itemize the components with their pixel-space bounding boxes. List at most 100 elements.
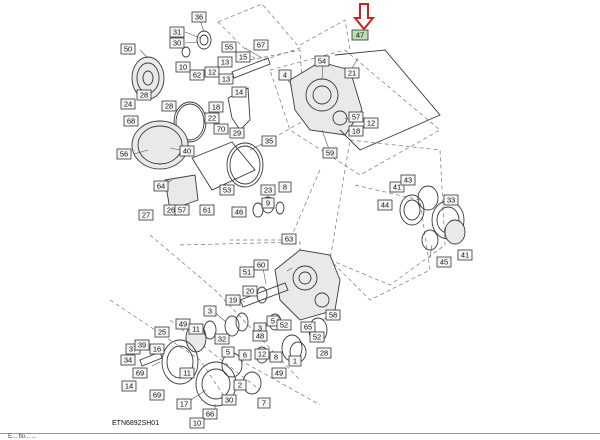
svg-text:13: 13: [221, 58, 229, 67]
label-31: 31: [169, 26, 185, 38]
svg-text:12: 12: [367, 119, 375, 128]
label-30: 30: [169, 37, 185, 49]
svg-text:18: 18: [212, 103, 220, 112]
label-10b: 10: [189, 417, 205, 429]
svg-text:70: 70: [217, 125, 225, 134]
svg-text:2: 2: [238, 381, 242, 390]
svg-text:30: 30: [173, 39, 181, 48]
svg-text:13: 13: [222, 75, 230, 84]
label-51: 51: [239, 266, 255, 278]
label-32: 32: [214, 333, 230, 345]
svg-text:36: 36: [195, 13, 203, 22]
plate-part: [164, 174, 199, 211]
svg-text:67: 67: [257, 41, 265, 50]
svg-text:14: 14: [235, 88, 243, 97]
svg-text:18: 18: [352, 127, 360, 136]
label-12b: 12: [363, 117, 379, 129]
svg-text:15: 15: [239, 53, 247, 62]
label-70: 70: [213, 123, 229, 135]
gear-part: [444, 219, 466, 245]
svg-text:12: 12: [208, 68, 216, 77]
svg-text:21: 21: [348, 69, 356, 78]
label-24: 24: [120, 98, 136, 110]
svg-text:32: 32: [218, 335, 226, 344]
label-58: 58: [325, 309, 341, 321]
label-49: 49: [175, 318, 191, 330]
seal-part: [196, 30, 212, 50]
label-23: 23: [260, 184, 276, 196]
figure-id: ETN6892SH01: [112, 420, 160, 427]
svg-text:50: 50: [124, 45, 132, 54]
svg-text:34: 34: [124, 356, 132, 365]
label-69b: 69: [149, 389, 165, 401]
svg-text:41: 41: [461, 251, 469, 260]
svg-text:30: 30: [225, 396, 233, 405]
label-25: 25: [154, 326, 170, 338]
parts-group-right: [399, 185, 466, 251]
svg-text:59: 59: [326, 149, 334, 158]
svg-text:49: 49: [275, 369, 283, 378]
bottom-divider: [0, 433, 600, 434]
svg-text:46: 46: [235, 208, 243, 217]
label-20: 20: [242, 285, 258, 297]
gearcase-part: [274, 249, 341, 321]
ring-gear-part: [161, 339, 199, 385]
label-12c: 12: [254, 348, 270, 360]
svg-text:4: 4: [283, 71, 287, 80]
label-1: 1: [288, 355, 302, 367]
svg-text:8: 8: [283, 183, 287, 192]
label-30b: 30: [221, 394, 237, 406]
gear-stack-part: [224, 315, 240, 337]
label-14b: 14: [121, 380, 137, 392]
label-33: 33: [443, 194, 459, 206]
svg-text:52: 52: [280, 321, 288, 330]
svg-text:54: 54: [318, 57, 326, 66]
label-8: 8: [278, 181, 292, 193]
svg-text:69: 69: [153, 391, 161, 400]
label-6: 6: [238, 349, 252, 361]
parts-group-middle: [239, 249, 341, 321]
parts-group-top: [131, 30, 441, 218]
label-65: 65: [300, 321, 316, 333]
svg-text:68: 68: [127, 117, 135, 126]
label-52: 52: [276, 319, 292, 331]
gasket-47-part: [334, 49, 441, 151]
svg-text:27: 27: [142, 211, 150, 220]
svg-text:41: 41: [393, 183, 401, 192]
svg-text:31: 31: [173, 28, 181, 37]
svg-text:5: 5: [271, 317, 275, 326]
label-47-highlighted: 47: [351, 29, 369, 41]
label-18b: 18: [348, 125, 364, 137]
label-57b: 57: [174, 204, 190, 216]
svg-text:26: 26: [167, 206, 175, 215]
svg-text:20: 20: [246, 287, 254, 296]
label-61: 61: [199, 204, 215, 216]
svg-text:3: 3: [258, 324, 262, 333]
label-64: 64: [153, 180, 169, 192]
label-48: 48: [252, 330, 268, 342]
label-13: 13: [217, 56, 233, 68]
svg-text:29: 29: [233, 129, 241, 138]
input-shaft-part: [239, 282, 289, 308]
label-3: 3: [203, 305, 217, 317]
label-43: 43: [400, 174, 416, 186]
label-9: 9: [261, 197, 275, 209]
svg-text:57: 57: [178, 206, 186, 215]
label-50: 50: [120, 43, 136, 55]
svg-text:14: 14: [125, 382, 133, 391]
svg-text:22: 22: [208, 114, 216, 123]
svg-text:5: 5: [226, 348, 230, 357]
cover-part: [131, 120, 189, 170]
svg-text:17: 17: [180, 400, 188, 409]
svg-text:11: 11: [192, 325, 200, 334]
label-28c: 28: [316, 347, 332, 359]
svg-text:48: 48: [256, 332, 264, 341]
label-34: 34: [120, 354, 136, 366]
svg-text:37: 37: [129, 345, 137, 354]
label-52b: 52: [309, 331, 325, 343]
svg-text:43: 43: [404, 176, 412, 185]
label-66: 66: [202, 408, 218, 420]
svg-text:65: 65: [304, 323, 312, 332]
svg-text:6: 6: [243, 351, 247, 360]
